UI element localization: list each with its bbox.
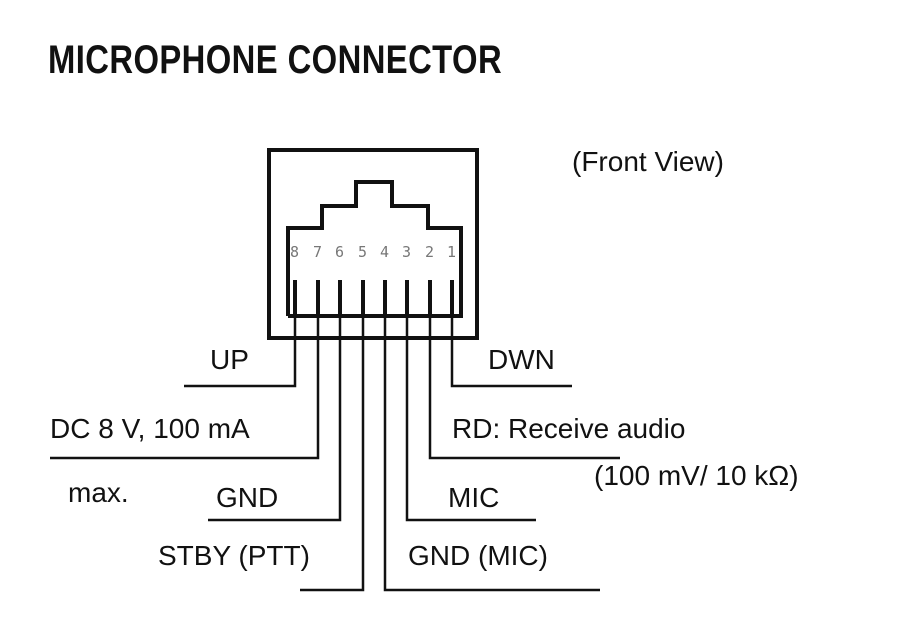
- pin-number: 4: [380, 243, 389, 261]
- page-title: MICROPHONE CONNECTOR: [48, 38, 503, 82]
- pin-lines: [50, 280, 620, 592]
- pin-leader-line: [208, 316, 342, 522]
- view-note: (Front View): [572, 146, 724, 177]
- pin-label-up: UP: [210, 344, 249, 375]
- pin-number: 1: [447, 243, 456, 261]
- pin-number: 2: [425, 243, 434, 261]
- pin-leader-line: [383, 316, 600, 592]
- pin-leader-line: [300, 316, 365, 592]
- pin-leader-line: [450, 316, 572, 388]
- pin-number: 7: [313, 243, 322, 261]
- pin-label-dc-note: max.: [68, 477, 129, 508]
- pin-label-mic: MIC: [448, 482, 500, 513]
- pin-leader-line: [428, 316, 620, 460]
- pin-label-rd-note: (100 mV/ 10 kΩ): [594, 460, 799, 491]
- pin-label-rd: RD: Receive audio: [452, 413, 686, 444]
- connector-housing: [267, 148, 479, 340]
- pin-leader-line: [184, 316, 297, 388]
- pin-number: 3: [402, 243, 411, 261]
- pin-label-gnd-mic: GND (MIC): [408, 540, 548, 571]
- pin-number: 8: [290, 243, 299, 261]
- socket-outline: [286, 180, 463, 318]
- pin-leader-line: [50, 316, 320, 460]
- pin-label-dwn: DWN: [488, 344, 555, 375]
- pin-label-gnd: GND: [216, 482, 279, 513]
- pin-label-stby: STBY (PTT): [158, 540, 310, 571]
- pin-label-dc: DC 8 V, 100 mA: [50, 413, 250, 444]
- pin-leader-line: [405, 316, 536, 522]
- pin-number: 6: [335, 243, 344, 261]
- pin-number: 5: [358, 243, 367, 261]
